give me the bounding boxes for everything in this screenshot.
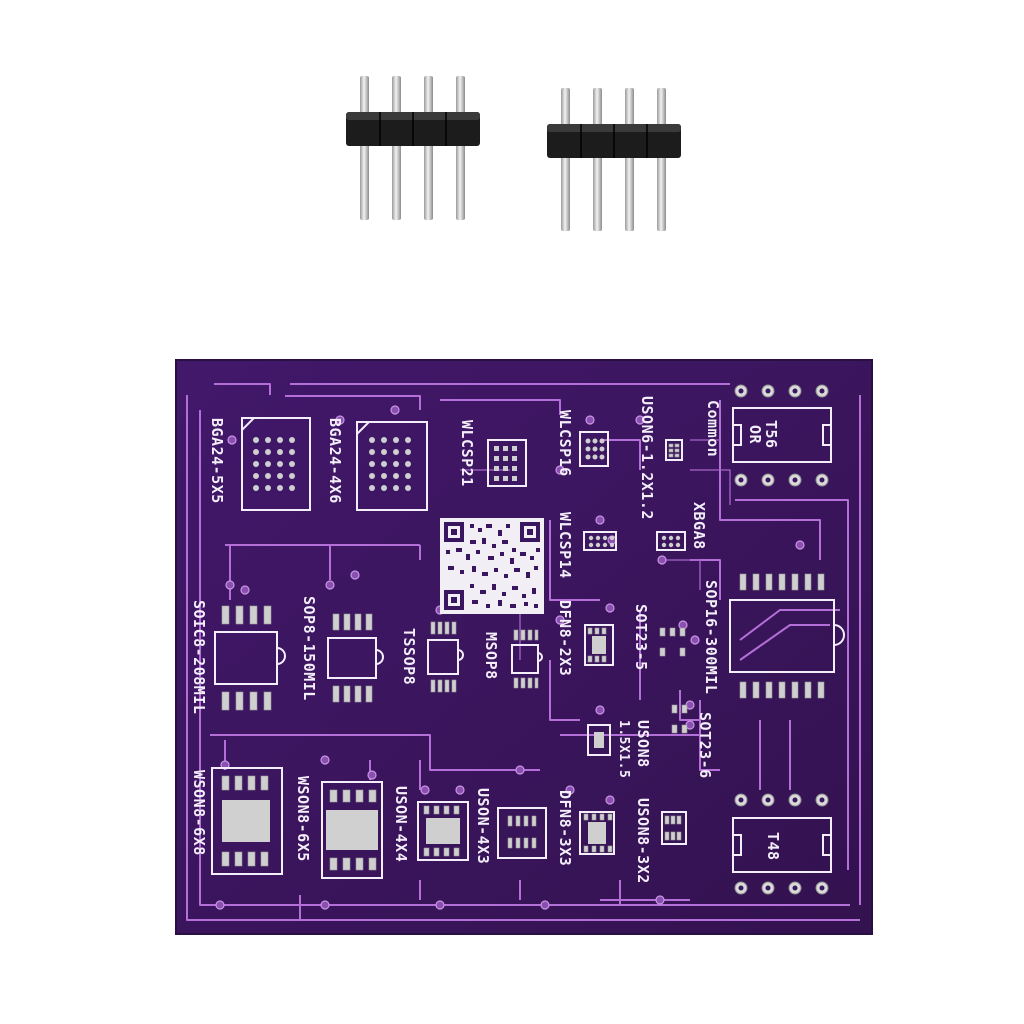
label-bga24-4x6: BGA24-4X6 bbox=[326, 418, 344, 504]
pin bbox=[657, 88, 666, 231]
pin-header-right bbox=[547, 88, 681, 231]
label-t56: T56 bbox=[762, 420, 780, 449]
uson8-3x2-footprint bbox=[661, 811, 687, 845]
label-tssop8: TSSOP8 bbox=[400, 628, 418, 685]
label-wlcsp21: WLCSP21 bbox=[458, 420, 476, 487]
label-dfn8-3x3: DFN8-3X3 bbox=[556, 790, 574, 866]
label-dfn8-2x3: DFN8-2X3 bbox=[556, 600, 574, 676]
uson8-1-5-footprint bbox=[587, 724, 611, 756]
pcb-traces bbox=[186, 383, 861, 921]
pin bbox=[593, 88, 602, 231]
sot23-5-footprint bbox=[659, 627, 686, 657]
label-wson8-6x8: WSON8-6X8 bbox=[190, 770, 208, 856]
tssop8-footprint bbox=[427, 621, 464, 693]
bga24-5x5-footprint bbox=[241, 417, 311, 511]
xbga8-footprint bbox=[656, 531, 686, 551]
uson-4x3-footprint bbox=[497, 807, 547, 859]
wson8-6x5-footprint bbox=[321, 781, 383, 879]
label-wlcsp14: WLCSP14 bbox=[556, 512, 574, 579]
label-uson6: USON6-1.2X1.2 bbox=[638, 396, 656, 520]
pin bbox=[625, 88, 634, 231]
label-uson-4x4: USON-4X4 bbox=[392, 786, 410, 862]
label-or: OR bbox=[746, 425, 764, 445]
uson6-footprint bbox=[665, 439, 683, 461]
pin-header-left bbox=[346, 76, 480, 220]
dfn8-3x3-footprint bbox=[579, 811, 615, 855]
sop8-footprint bbox=[327, 613, 384, 703]
label-sot23-5: SOT23-5 bbox=[632, 604, 650, 671]
label-sot23-6: SOT23-6 bbox=[696, 712, 714, 779]
pcb-board: BGA24-5X5 BGA24-4X6 WLCSP21 bbox=[175, 359, 873, 935]
label-xbga8: XBGA8 bbox=[690, 502, 708, 550]
sop16-footprint bbox=[729, 573, 845, 699]
qr-code bbox=[440, 518, 544, 614]
vias bbox=[215, 405, 805, 910]
pin bbox=[424, 76, 433, 220]
sot23-6-footprint bbox=[671, 704, 688, 734]
label-common: Common bbox=[704, 400, 722, 457]
bga24-4x6-footprint bbox=[356, 421, 428, 511]
uson-4x4-footprint bbox=[417, 801, 469, 861]
pin bbox=[360, 76, 369, 220]
pin bbox=[561, 88, 570, 231]
soic8-footprint bbox=[214, 605, 286, 711]
msop8-footprint bbox=[511, 629, 543, 689]
wson8-6x8-footprint bbox=[211, 767, 283, 875]
t56-connector bbox=[732, 384, 832, 487]
label-wlcsp16: WLCSP16 bbox=[556, 410, 574, 477]
pin bbox=[392, 76, 401, 220]
label-bga24-5x5: BGA24-5X5 bbox=[208, 418, 226, 504]
label-msop8: MSOP8 bbox=[482, 632, 500, 680]
label-uson8-3x2: USON8-3X2 bbox=[634, 798, 652, 884]
label-uson-4x3: USON-4X3 bbox=[474, 788, 492, 864]
dfn8-2x3-footprint bbox=[584, 624, 614, 666]
t48-connector bbox=[732, 793, 832, 895]
wlcsp16-footprint bbox=[579, 431, 609, 467]
label-t48: T48 bbox=[764, 832, 782, 861]
wlcsp14-footprint bbox=[583, 531, 617, 551]
label-sop16: SOP16-300MIL bbox=[702, 580, 720, 694]
label-uson8-size: 1.5X1.5 bbox=[616, 720, 631, 778]
label-uson8: USON8 bbox=[634, 720, 652, 768]
label-sop8: SOP8-150MIL bbox=[300, 596, 318, 701]
label-soic8: SOIC8-208MIL bbox=[190, 600, 208, 714]
pin bbox=[456, 76, 465, 220]
wlcsp21-footprint bbox=[487, 439, 527, 487]
label-wson8-6x5: WSON8-6X5 bbox=[294, 776, 312, 862]
